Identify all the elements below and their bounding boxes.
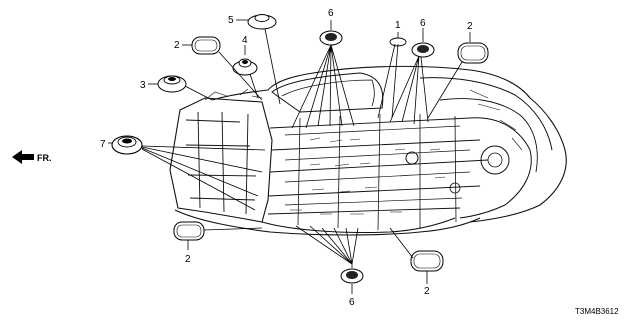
grommet-part-3-icon xyxy=(157,75,187,93)
callout-5: 5 xyxy=(228,15,234,26)
callout-6: 6 xyxy=(349,297,355,308)
front-direction-indicator: FR. xyxy=(12,150,52,164)
grommet-part-2-icon xyxy=(191,36,221,55)
callout-4: 4 xyxy=(242,35,248,46)
vehicle-underbody-outline xyxy=(169,65,567,236)
leader-lines xyxy=(108,19,471,294)
callout-7: 7 xyxy=(100,139,106,150)
diagram-code: T3M4B3612 xyxy=(575,307,619,316)
callout-2: 2 xyxy=(185,254,191,265)
callout-6: 6 xyxy=(328,8,334,19)
grommet-part-2-icon xyxy=(457,42,489,64)
grommet-part-2-icon xyxy=(173,221,205,241)
callout-6: 6 xyxy=(420,18,426,29)
grommet-part-2-icon xyxy=(410,250,444,272)
callout-2: 2 xyxy=(467,21,473,32)
callout-2: 2 xyxy=(174,40,180,51)
grommet-part-6-icon xyxy=(319,30,343,46)
front-direction-label: FR. xyxy=(37,153,52,163)
callout-3: 3 xyxy=(140,80,146,91)
callout-labels: 1 2 2 2 2 3 4 5 6 6 6 7 xyxy=(100,8,473,308)
front-arrow-icon xyxy=(12,150,34,164)
grommet-part-7-icon xyxy=(111,135,143,155)
callout-1: 1 xyxy=(395,20,401,31)
grommet-part-6-icon xyxy=(340,268,364,284)
grommet-part-5-icon xyxy=(247,14,277,30)
grommet-part-6-icon xyxy=(411,42,435,58)
grommet-part-4-icon xyxy=(232,58,258,76)
callout-2: 2 xyxy=(424,286,430,297)
